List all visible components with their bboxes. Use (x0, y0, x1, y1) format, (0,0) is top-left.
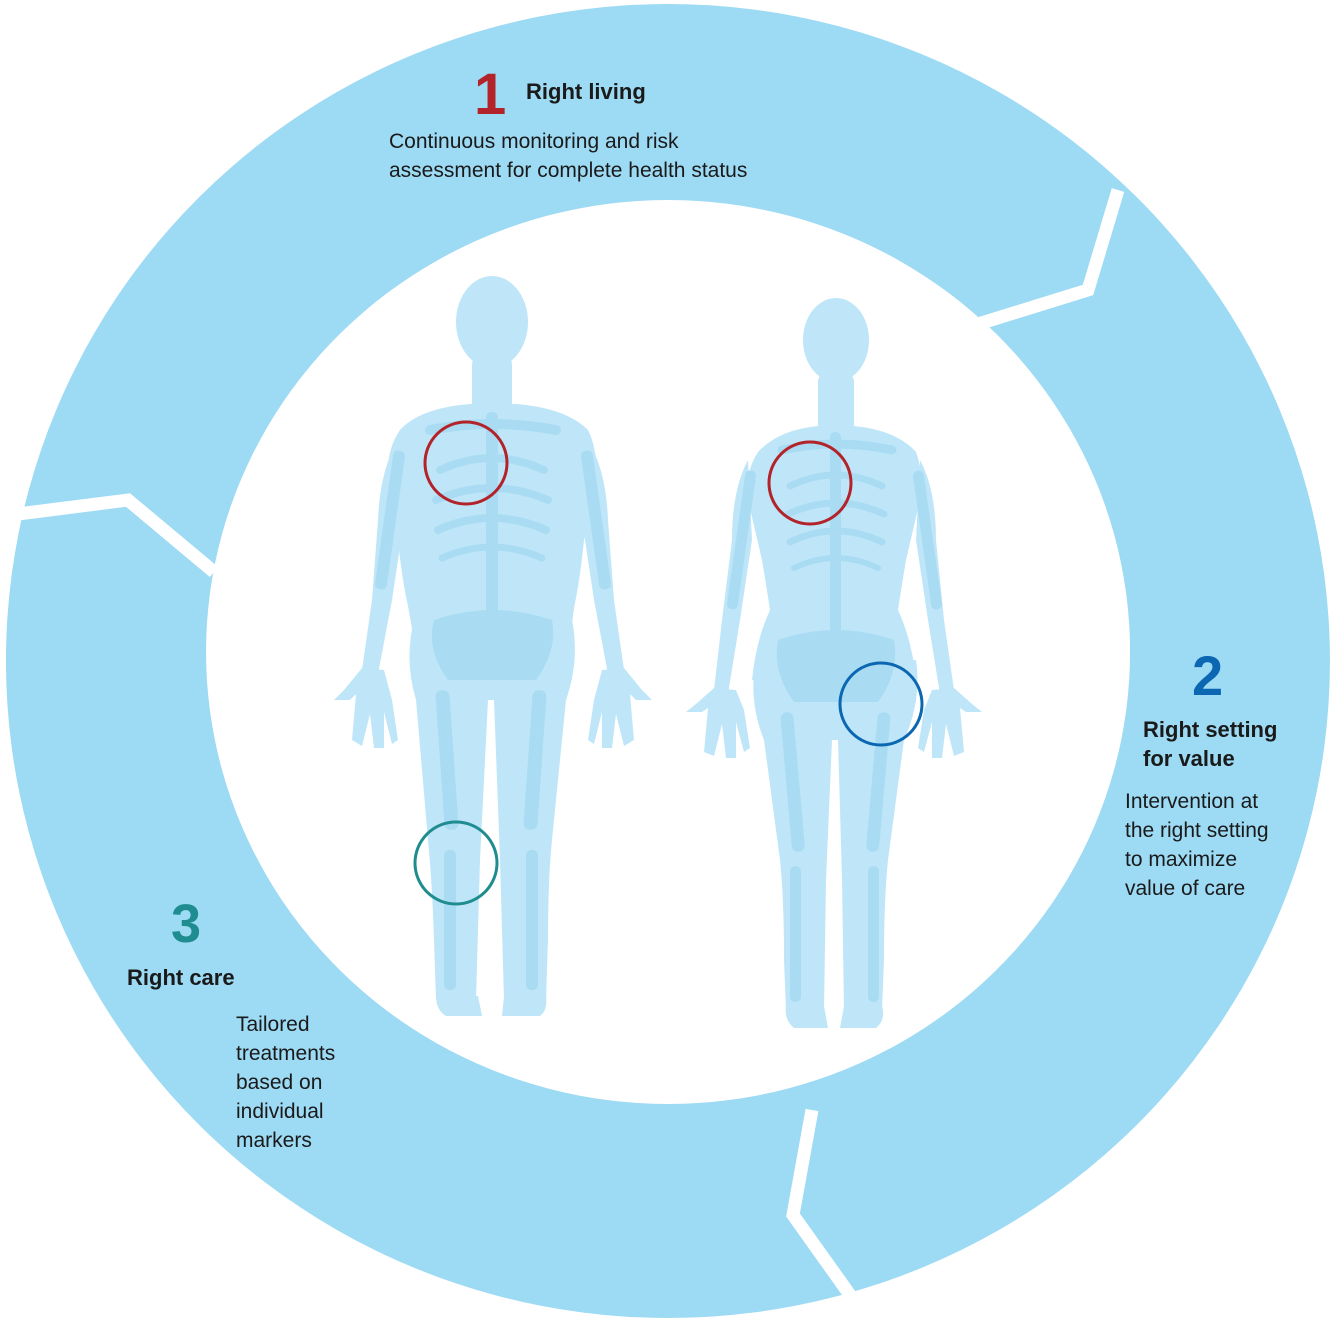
cycle-ring (5, 4, 1330, 1318)
stage-1-description: Continuous monitoring and risk assessmen… (389, 127, 747, 185)
stage-2-heading-line: Right setting (1143, 717, 1278, 742)
stage-2-description-line: Intervention at (1125, 790, 1259, 813)
stage-3-description-line: treatments (236, 1042, 336, 1065)
stage-2-description-line: to maximize (1125, 848, 1238, 871)
stage-3-description-line: markers (236, 1129, 312, 1152)
stage-3-number: 3 (171, 894, 202, 954)
stage-1-description-line: assessment for complete health status (389, 159, 748, 182)
stage-1-heading: Right living (526, 77, 646, 106)
stage-2-description-line: value of care (1125, 877, 1246, 900)
stage-3-description: Tailored treatments based on individual … (236, 1010, 335, 1155)
stage-2-number: 2 (1192, 644, 1224, 707)
stage-1-number: 1 (474, 62, 507, 127)
stage-3-heading: Right care (127, 963, 235, 992)
stage-1-description-line: Continuous monitoring and risk (389, 130, 679, 153)
stage-2-heading-line: for value (1143, 746, 1235, 771)
female-figure (686, 298, 982, 1028)
stage-2-heading: Right setting for value (1143, 715, 1277, 773)
stage-2-description-line: the right setting (1125, 819, 1269, 842)
chest-highlight-female (767, 440, 853, 526)
stage-2-description: Intervention at the right setting to max… (1125, 787, 1269, 903)
knee-highlight-male (413, 820, 499, 906)
male-figure (334, 276, 652, 1016)
stage-1-heading-line: Right living (526, 79, 646, 104)
stage-3-description-line: individual (236, 1100, 324, 1123)
chest-highlight-male (423, 420, 509, 506)
stage-3-heading-line: Right care (127, 965, 235, 990)
stage-3-description-line: Tailored (236, 1013, 310, 1036)
hip-highlight-female (838, 661, 924, 747)
stage-3-description-line: based on (236, 1071, 323, 1094)
